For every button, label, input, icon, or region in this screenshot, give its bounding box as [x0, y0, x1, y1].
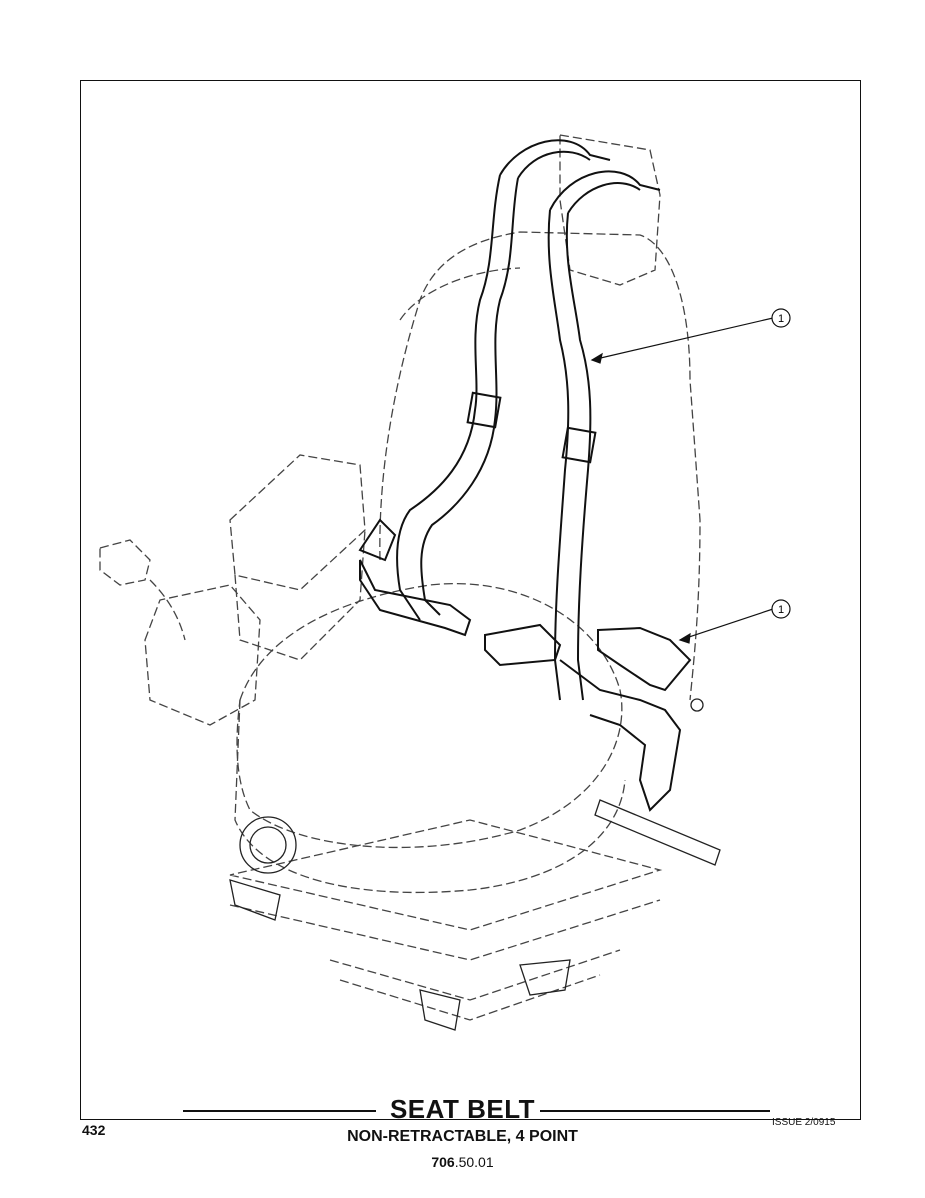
seat-belt-straps: [358, 139, 692, 812]
drawing-frame: [80, 80, 861, 1120]
mounting-hardware: [229, 698, 721, 1031]
callout-label: 1: [778, 604, 784, 616]
callout-label: 1: [778, 313, 784, 325]
document-number-rest: .50.01: [454, 1154, 494, 1170]
seat-belt-illustration: 1 1: [99, 134, 791, 1031]
issue-label: ISSUE 2/0915: [772, 1117, 836, 1128]
callout-leaders: [590, 317, 774, 644]
title-rule-right: [540, 1110, 770, 1112]
title-rule-left: [183, 1110, 376, 1112]
page-subtitle: NON-RETRACTABLE, 4 POINT: [347, 1128, 578, 1145]
seat-phantom-outline: [99, 134, 701, 1021]
callout-1-bottom: 1: [771, 599, 791, 619]
page-number: 432: [82, 1122, 106, 1138]
document-number: 706.50.01: [0, 1154, 925, 1170]
document-number-section: 706: [431, 1154, 455, 1170]
callout-1-top: 1: [771, 308, 791, 328]
page-title: SEAT BELT: [389, 1094, 536, 1124]
